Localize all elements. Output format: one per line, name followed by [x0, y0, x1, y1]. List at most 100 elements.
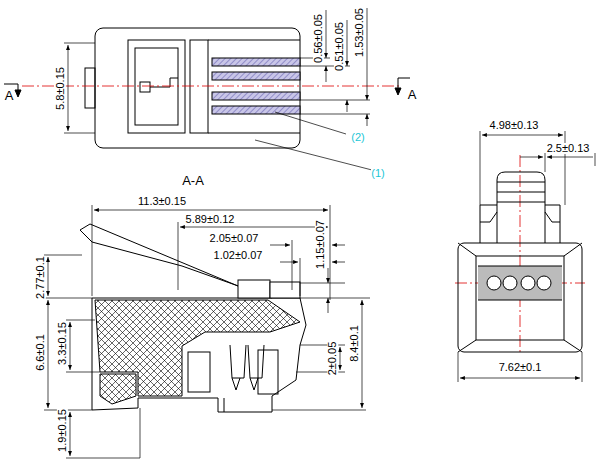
dimension-line — [270, 245, 290, 246]
top-view — [208, 133, 300, 134]
section-arrow — [398, 78, 410, 88]
dimension-line — [66, 372, 100, 373]
dimension-line — [332, 262, 345, 263]
contact-pin — [521, 276, 535, 290]
dimension-label: 1.53±0.05 — [353, 8, 364, 57]
dimension-line — [480, 131, 481, 205]
end-view — [478, 266, 562, 300]
dimension-line — [94, 210, 328, 211]
dimension-line — [330, 205, 331, 300]
dimension-label: 3.3±0.15 — [57, 322, 68, 365]
dimension-label: 1.02±0.07 — [214, 250, 263, 261]
dimension-label: 0.56±0.05 — [312, 14, 323, 63]
dimension-line — [280, 262, 298, 263]
section-letter: A — [5, 89, 14, 102]
dimension-line — [178, 222, 179, 290]
dimension-line — [70, 412, 71, 456]
section-view — [258, 350, 278, 394]
section-view — [188, 352, 210, 392]
top-view — [135, 48, 178, 125]
dimension-line — [326, 10, 327, 58]
end-view — [480, 212, 560, 222]
dimension-line — [48, 257, 49, 296]
center-line — [22, 86, 400, 87]
dimension-label: 2.5±0.13 — [547, 143, 590, 154]
dimension-label: 8.4±0.1 — [349, 325, 360, 362]
dimension-line — [140, 408, 141, 458]
dimension-line — [595, 153, 596, 166]
section-letter: A — [408, 88, 417, 101]
dimension-line — [520, 157, 543, 158]
section-view — [92, 298, 306, 412]
dimension-line — [292, 240, 293, 290]
section-view — [80, 224, 272, 298]
end-view — [476, 256, 564, 340]
dimension-line — [272, 410, 366, 411]
dimension-line — [300, 298, 370, 299]
dimension-label: 4.98±0.13 — [490, 120, 539, 131]
contact-blade — [212, 106, 300, 114]
top-view — [190, 40, 208, 133]
dimension-line — [64, 133, 95, 134]
dimension-label: 7.62±0.1 — [499, 362, 542, 373]
top-view — [85, 28, 370, 148]
end-view — [458, 243, 582, 352]
section-view — [100, 374, 136, 404]
dimension-line — [332, 245, 345, 246]
center-line — [520, 155, 521, 355]
dimension-line — [545, 153, 546, 172]
dimension-line — [547, 157, 593, 158]
dimension-line — [44, 298, 92, 299]
dimension-label: 2±0.05 — [327, 341, 338, 375]
section-arrow — [395, 88, 401, 95]
section-view — [230, 345, 264, 378]
contact-pin — [503, 276, 517, 290]
end-view — [480, 205, 560, 243]
contact-pin — [487, 276, 551, 290]
dimension-line — [367, 8, 368, 100]
top-view — [140, 82, 150, 92]
section-view — [232, 378, 258, 390]
dimension-line — [582, 352, 583, 382]
top-view — [85, 68, 95, 108]
dimension-line — [66, 320, 95, 321]
dimension-label: 6.6±0.1 — [35, 334, 46, 371]
dimension-line — [326, 66, 327, 82]
dimension-label: 1.9±0.15 — [57, 409, 68, 452]
contact-blade — [212, 58, 300, 66]
dimension-line — [347, 100, 348, 112]
dimension-line — [460, 378, 580, 379]
dimension-line — [458, 352, 459, 382]
section-view — [80, 224, 306, 412]
dimension-line — [300, 258, 301, 296]
leader-line — [275, 112, 346, 134]
callout-number: (2) — [351, 132, 364, 143]
section-arrow — [15, 90, 21, 97]
dimension-label: 5.8±0.15 — [55, 67, 66, 110]
section-title: A-A — [182, 174, 204, 187]
dimension-line — [458, 131, 595, 382]
dimension-line — [68, 45, 69, 131]
end-view — [478, 266, 562, 300]
dimension-line — [367, 114, 368, 126]
dimension-line — [340, 347, 341, 370]
dimension-line — [64, 8, 367, 133]
top-view — [208, 40, 300, 41]
dimension-line — [70, 322, 71, 370]
dimension-line — [64, 43, 95, 44]
contact-blade — [212, 72, 300, 80]
dimension-label: 2.05±0.07 — [210, 233, 259, 244]
dimension-line — [44, 205, 370, 458]
dimension-line — [328, 268, 329, 283]
dimension-line — [347, 20, 348, 66]
dimension-line — [300, 283, 345, 284]
end-view — [497, 172, 545, 243]
top-view — [95, 28, 300, 148]
contact-blade — [212, 92, 300, 100]
dimension-line — [44, 410, 92, 411]
contact-pin — [537, 276, 551, 290]
end-view — [458, 172, 582, 352]
leader-line — [255, 112, 372, 170]
section-view — [238, 280, 270, 298]
